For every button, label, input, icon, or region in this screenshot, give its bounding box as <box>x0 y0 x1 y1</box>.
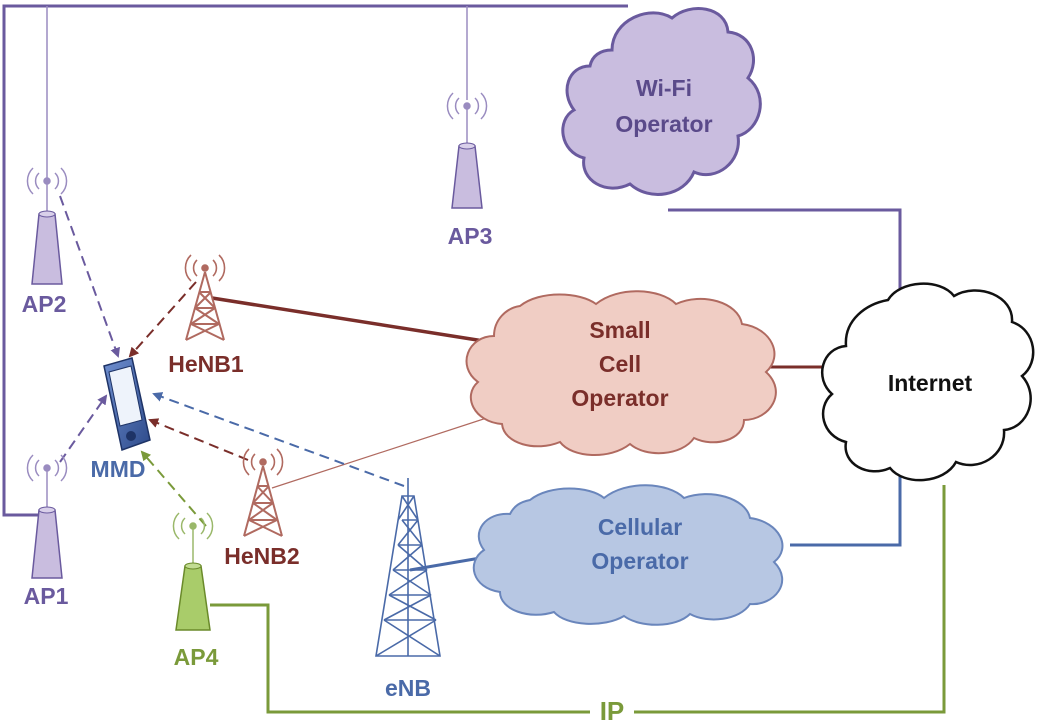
mobile-device-icon <box>103 357 151 451</box>
henb1-signal-icon <box>184 254 226 282</box>
ap2-to-mmd-wireless <box>59 195 120 358</box>
enb-to-mmd-wireless <box>152 392 405 487</box>
ap3-node: AP3 <box>446 92 493 249</box>
wifi-backbone-link <box>2 4 628 517</box>
wifi-to-internet-link <box>668 208 902 292</box>
small-cell-label-line3: Operator <box>571 385 668 411</box>
ap1-signal-icon <box>26 454 68 482</box>
ip-label-bg <box>590 699 634 721</box>
henb2-to-mmd-wireless <box>148 418 249 461</box>
enb-node: eNB <box>375 478 441 701</box>
cellular-label-line1: Cellular <box>598 514 682 540</box>
ap2-body <box>31 213 63 285</box>
mmd-node: MMD <box>91 357 151 482</box>
henb1-label: HeNB1 <box>168 351 244 377</box>
internet-cloud: Internet <box>821 282 1035 482</box>
wifi-operator-label-line2: Operator <box>615 111 712 137</box>
enb-label: eNB <box>385 675 431 701</box>
ap2-node: AP2 <box>22 167 68 317</box>
ap3-signal-icon <box>446 92 488 120</box>
cellular-label-line2: Operator <box>591 548 688 574</box>
small-cell-label-line1: Small <box>589 317 650 343</box>
ap4-to-mmd-wireless <box>140 450 207 527</box>
mmd-label: MMD <box>91 456 146 482</box>
ap4-body <box>175 565 211 631</box>
ap2-label: AP2 <box>22 291 67 317</box>
henb2-signal-icon <box>242 448 284 476</box>
wifi-operator-label-line1: Wi-Fi <box>636 75 692 101</box>
ap4-node: AP4 <box>172 512 219 670</box>
ap1-body <box>31 509 63 579</box>
ap3-body <box>451 145 483 209</box>
henb1-node: HeNB1 <box>168 254 244 377</box>
henb2-to-smallcell-link <box>271 411 506 489</box>
ap4-label: AP4 <box>174 644 219 670</box>
cellular-operator-cloud: Cellular Operator <box>472 484 784 626</box>
small-cell-label-line2: Cell <box>599 351 641 377</box>
wifi-operator-cloud: Wi-Fi Operator <box>561 7 762 196</box>
ap4-signal-icon <box>172 512 214 540</box>
henb2-label: HeNB2 <box>224 543 299 569</box>
henb1-tower-icon <box>185 271 225 341</box>
ap1-label: AP1 <box>24 583 69 609</box>
ap3-label: AP3 <box>448 223 493 249</box>
cellular-to-internet-link <box>790 468 902 547</box>
ip-label: IP <box>600 696 625 721</box>
ap1-to-mmd-wireless <box>59 394 108 463</box>
henb1-to-mmd-wireless <box>128 281 197 358</box>
ap2-signal-icon <box>26 167 68 195</box>
henb1-to-smallcell-link <box>211 296 491 344</box>
ap1-node: AP1 <box>24 454 69 609</box>
internet-label: Internet <box>888 370 973 396</box>
ip-link <box>210 485 946 714</box>
henb2-node: HeNB2 <box>224 448 300 569</box>
small-cell-operator-cloud: Small Cell Operator <box>465 290 777 456</box>
henb2-tower-icon <box>243 465 283 537</box>
enb-tower-icon <box>375 478 441 657</box>
